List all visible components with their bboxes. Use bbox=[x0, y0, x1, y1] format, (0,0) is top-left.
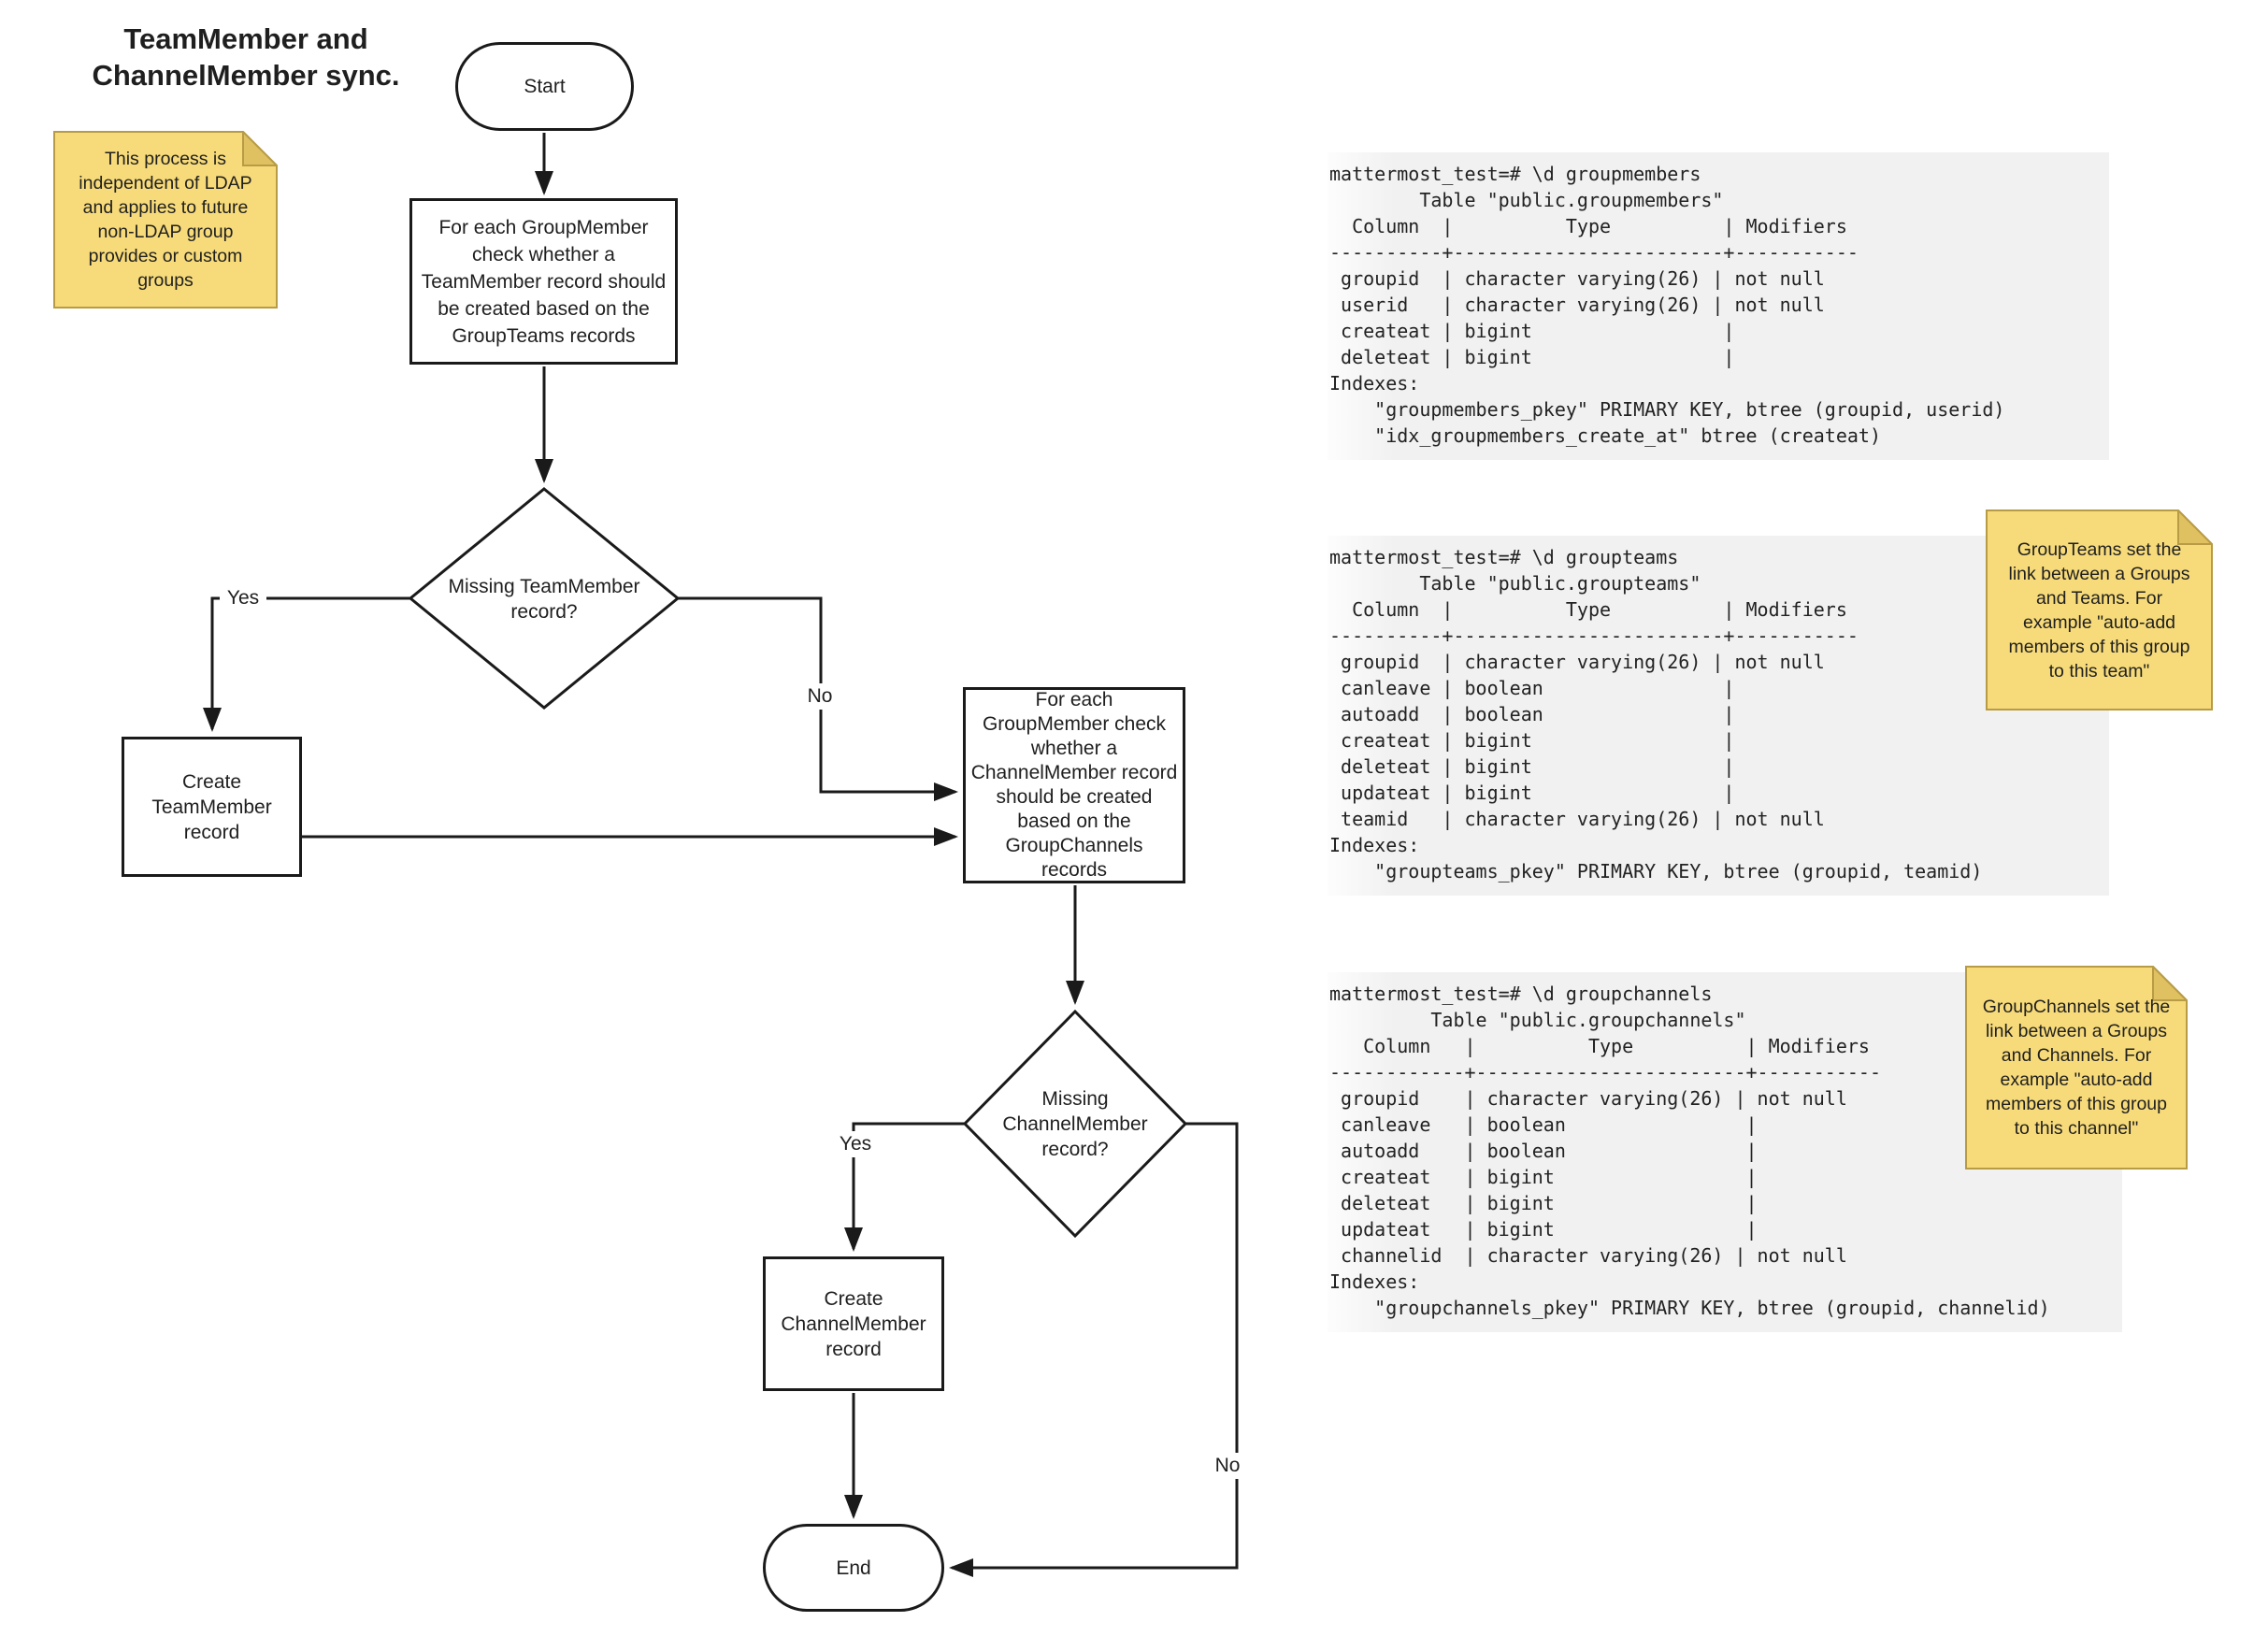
page-title: TeamMember and ChannelMember sync. bbox=[92, 22, 400, 92]
end-label: End bbox=[836, 1557, 871, 1579]
psql-output-groupchannels-text: mattermost_test=# \d groupchannels Table… bbox=[1329, 983, 2050, 1319]
decision-teammember-shape bbox=[408, 487, 681, 710]
psql-output-groupmembers-text: mattermost_test=# \d groupmembers Table … bbox=[1329, 163, 2005, 447]
psql-output-groupchannels: mattermost_test=# \d groupchannels Table… bbox=[1328, 972, 2122, 1332]
sticky-note-groupteams: GroupTeams set the link between a Groups… bbox=[1986, 509, 2213, 710]
create-channelmember-label: Create ChannelMember record bbox=[781, 1287, 926, 1360]
end-node: End bbox=[763, 1524, 944, 1612]
decision-channelmember-shape bbox=[962, 1009, 1188, 1239]
step-channelmember-node: For each GroupMember check whether a Cha… bbox=[963, 687, 1185, 883]
decision-teammember-node: Missing TeamMember record? bbox=[413, 559, 675, 639]
decision-channelmember-text: Missing ChannelMember record? bbox=[1002, 1087, 1148, 1160]
sticky-note-shape bbox=[1965, 966, 2188, 1170]
sticky-note-process-text: This process is independent of LDAP and … bbox=[79, 149, 252, 291]
create-teammember-node: Create TeamMember record bbox=[122, 737, 302, 877]
sticky-note-shape bbox=[53, 131, 278, 309]
start-node: Start bbox=[455, 42, 634, 131]
sticky-note-shape bbox=[1986, 509, 2213, 710]
sticky-note-groupchannels: GroupChannels set the link between a Gro… bbox=[1965, 966, 2188, 1170]
psql-output-groupteams: mattermost_test=# \d groupteams Table "p… bbox=[1328, 536, 2109, 896]
edge-label-yes-channelmember: Yes bbox=[832, 1131, 879, 1157]
step-teammember-node: For each GroupMember check whether a Tea… bbox=[409, 198, 678, 365]
psql-output-groupmembers: mattermost_test=# \d groupmembers Table … bbox=[1328, 152, 2109, 460]
sticky-note-groupchannels-text: GroupChannels set the link between a Gro… bbox=[1982, 997, 2171, 1139]
edge-decision-yes-to-create-channelmember bbox=[844, 1122, 965, 1252]
edge-label-no-channelmember: No bbox=[1206, 1453, 1249, 1479]
step-channelmember-label: For each GroupMember check whether a Cha… bbox=[970, 689, 1178, 881]
edge-label-yes-teammember: Yes bbox=[220, 585, 266, 611]
psql-output-groupteams-text: mattermost_test=# \d groupteams Table "p… bbox=[1329, 546, 1983, 883]
create-channelmember-node: Create ChannelMember record bbox=[763, 1256, 944, 1391]
edge-decision-yes-to-create-teammember bbox=[203, 596, 410, 732]
sticky-note-process: This process is independent of LDAP and … bbox=[53, 131, 278, 309]
edge-label-no-teammember: No bbox=[799, 683, 840, 710]
create-teammember-label: Create TeamMember record bbox=[151, 770, 272, 843]
edge-decision-no-to-end bbox=[949, 1122, 1239, 1577]
step-teammember-label: For each GroupMember check whether a Tea… bbox=[421, 216, 667, 347]
decision-teammember-text: Missing TeamMember record? bbox=[448, 576, 640, 623]
sticky-note-groupteams-text: GroupTeams set the link between a Groups… bbox=[2008, 538, 2190, 682]
start-label: Start bbox=[524, 76, 566, 97]
decision-channelmember-node: Missing ChannelMember record? bbox=[963, 1069, 1187, 1178]
